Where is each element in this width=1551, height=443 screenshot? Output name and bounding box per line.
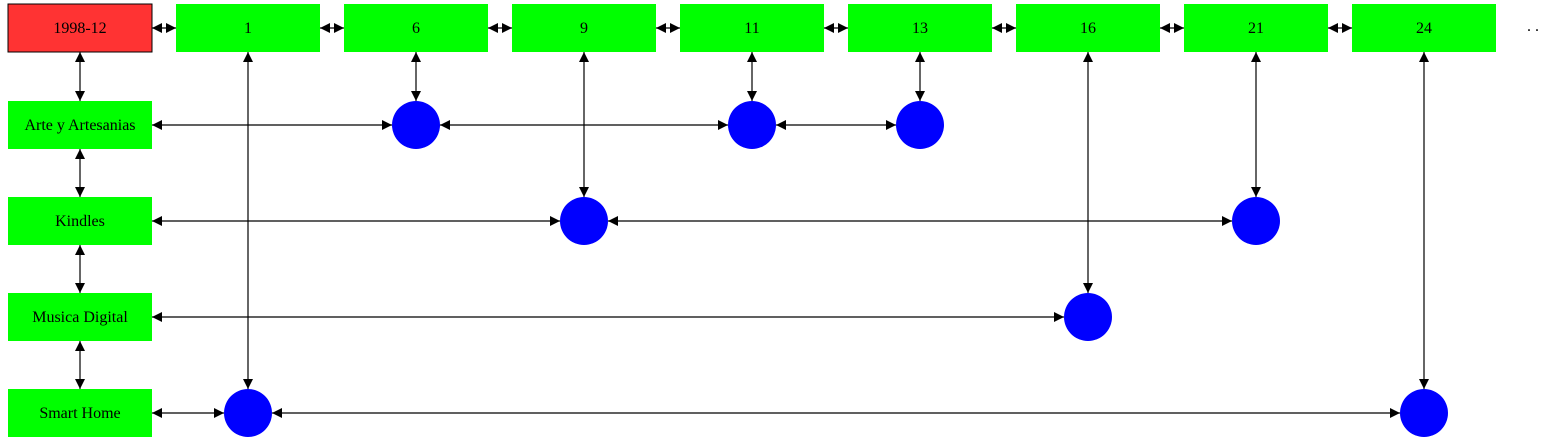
timeline-node-24: 24 (1352, 4, 1496, 52)
timeline-node-16-box (1016, 4, 1160, 52)
dot-0-13 (896, 101, 944, 149)
dot-0-11 (728, 101, 776, 149)
dot-0-6 (392, 101, 440, 149)
timeline-node-21-label: 21 (1248, 20, 1264, 37)
timeline-node-11-label: 11 (744, 20, 759, 37)
dot-2-16 (1064, 293, 1112, 341)
root-node-box (7, 3, 153, 53)
timeline-node-13: 13 (848, 4, 992, 52)
trailing-marker: . . (1527, 18, 1539, 35)
timeline-node-11: 11 (680, 4, 824, 52)
category-node-musica-digital-label: Musica Digital (32, 309, 128, 326)
timeline-node-11-box (680, 4, 824, 52)
dot-3-24 (1400, 389, 1448, 437)
category-node-arte-y-artesanias-box (8, 101, 152, 149)
timeline-node-24-box (1352, 4, 1496, 52)
timeline-node-6-box (344, 4, 488, 52)
timeline-node-13-label: 13 (912, 20, 928, 37)
category-node-musica-digital: Musica Digital (8, 293, 152, 341)
category-node-smart-home-box (8, 389, 152, 437)
timeline-node-21-box (1184, 4, 1328, 52)
category-node-kindles-label: Kindles (55, 213, 105, 230)
timeline-node-1-box (176, 4, 320, 52)
timeline-node-16-label: 16 (1080, 20, 1096, 37)
category-node-smart-home: Smart Home (8, 389, 152, 437)
timeline-node-6: 6 (344, 4, 488, 52)
timeline-node-1: 1 (176, 4, 320, 52)
timeline-node-21: 21 (1184, 4, 1328, 52)
timeline-node-13-box (848, 4, 992, 52)
dot-1-9 (560, 197, 608, 245)
category-node-arte-y-artesanias: Arte y Artesanias (8, 101, 152, 149)
timeline-node-16: 16 (1016, 4, 1160, 52)
timeline-node-24-label: 24 (1416, 20, 1432, 37)
root-node: 1998-12 (7, 3, 153, 53)
timeline-node-1-label: 1 (244, 20, 252, 37)
timeline-node-6-label: 6 (412, 20, 420, 37)
dot-1-21 (1232, 197, 1280, 245)
category-node-kindles: Kindles (8, 197, 152, 245)
category-node-kindles-box (8, 197, 152, 245)
timeline-node-9-label: 9 (580, 20, 588, 37)
timeline-node-9: 9 (512, 4, 656, 52)
root-node-label: 1998-12 (53, 20, 106, 37)
category-node-arte-y-artesanias-label: Arte y Artesanias (24, 117, 135, 134)
edges-layer (75, 23, 1429, 418)
timeline-node-9-box (512, 4, 656, 52)
category-node-musica-digital-box (8, 293, 152, 341)
category-node-smart-home-label: Smart Home (39, 405, 120, 422)
dot-3-1 (224, 389, 272, 437)
